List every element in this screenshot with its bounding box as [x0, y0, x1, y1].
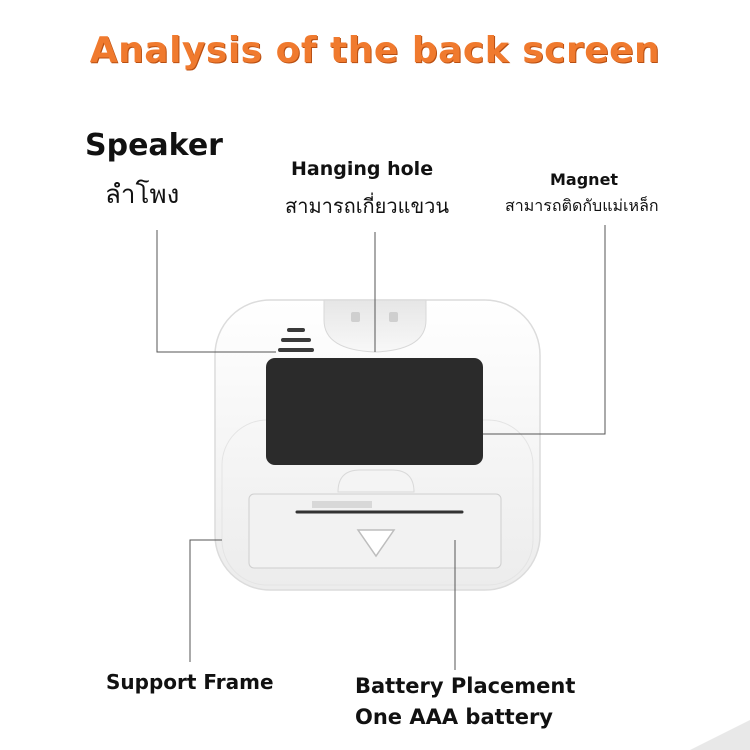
corner-decoration — [690, 720, 750, 750]
support-frame-leader-line — [189, 539, 222, 662]
magnet-pad — [266, 358, 483, 465]
page-title: Analysis of the back screen — [89, 30, 661, 71]
speaker-grille — [278, 328, 314, 352]
speaker-thai-label: ลำโพง — [105, 180, 180, 210]
magnet-thai-label: สามารถติดกับแม่เหล็ก — [505, 196, 659, 215]
leader-lines — [156, 225, 606, 670]
stand-tab — [337, 469, 415, 493]
battery-type-label: One AAA battery — [355, 705, 553, 729]
hanging-hole-label: Hanging hole — [291, 158, 434, 180]
magnet-label: Magnet — [550, 170, 619, 189]
hanging-hole-thai-label: สามารถเกี่ยวแขวน — [285, 194, 450, 218]
magnet-leader-line — [483, 225, 606, 435]
battery-cover-arrow-icon — [356, 529, 396, 558]
speaker-leader-line — [156, 230, 276, 353]
support-frame-label: Support Frame — [106, 670, 274, 694]
battery-placement-label: Battery Placement — [355, 674, 576, 698]
speaker-label: Speaker — [85, 128, 223, 163]
